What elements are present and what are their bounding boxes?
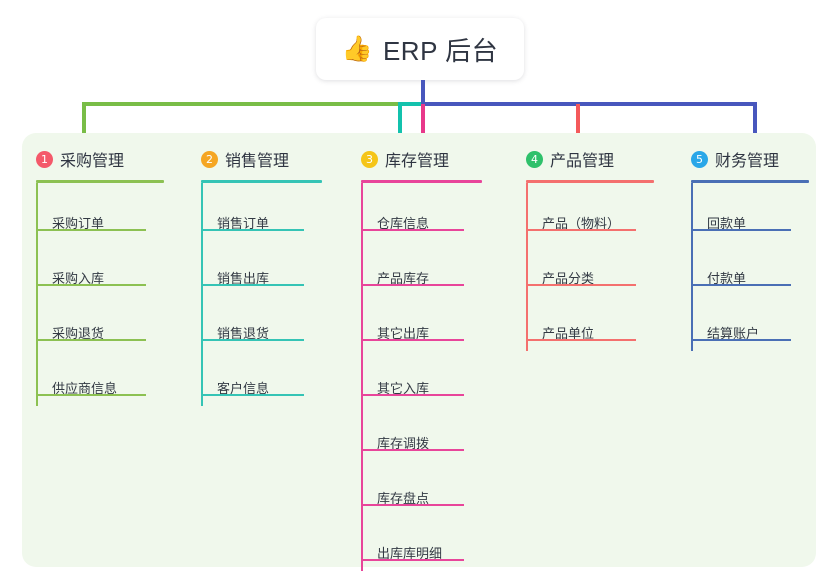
column-header-5[interactable]: 5 财务管理 [677, 145, 816, 173]
column-spine-1 [36, 183, 38, 406]
list-item-underline [361, 449, 464, 451]
connector-bar-teal [398, 102, 423, 106]
column-underline-4 [526, 180, 654, 183]
connector-stem-4 [576, 104, 580, 138]
column-header-3[interactable]: 3 库存管理 [347, 145, 512, 173]
list-item[interactable]: 库存调拨 [377, 436, 430, 451]
column-header-2[interactable]: 2 销售管理 [187, 145, 347, 173]
list-item-underline [691, 284, 791, 286]
column-title-4: 产品管理 [550, 153, 615, 170]
column-badge-2: 2 [201, 150, 218, 168]
column-spine-3 [361, 183, 363, 571]
column-spine-2 [201, 183, 203, 406]
list-item[interactable]: 出库库明细 [377, 546, 443, 561]
list-item[interactable]: 回款单 [707, 216, 747, 231]
column-underline-3 [361, 180, 482, 183]
column-4: 4 产品管理产品（物料） 产品分类产品单位 [512, 133, 677, 351]
root-node-card[interactable]: 👍 ERP 后台 [316, 18, 524, 80]
list-item-underline [361, 504, 464, 506]
columns-panel: 1 采购管理采购订单采购入库采购退货供应商信息 2 销售管理销售订单销售出库销售退货客… [22, 133, 816, 571]
list-item-underline [526, 229, 636, 231]
column-badge-1: 1 [36, 150, 53, 168]
list-item[interactable]: 其它入库 [377, 381, 430, 396]
list-item-underline [361, 284, 464, 286]
list-item-underline [36, 394, 146, 396]
list-item[interactable]: 采购订单 [52, 216, 105, 231]
list-item[interactable]: 客户信息 [217, 381, 270, 396]
connector-bar-green [82, 102, 400, 106]
connector-bar-blue [421, 102, 757, 106]
list-item-underline [36, 229, 146, 231]
list-item[interactable]: 采购入库 [52, 271, 105, 286]
list-item-underline [691, 229, 791, 231]
connector-stem-1 [82, 104, 86, 138]
column-header-4[interactable]: 4 产品管理 [512, 145, 677, 173]
page-title: ERP 后台 [382, 35, 499, 66]
column-header-1[interactable]: 1 采购管理 [22, 145, 187, 173]
column-5: 5 财务管理回款单付款单结算账户 [677, 133, 816, 351]
list-item[interactable]: 供应商信息 [52, 381, 118, 396]
list-item-underline [361, 339, 464, 341]
list-item-underline [201, 394, 304, 396]
list-item-underline [201, 284, 304, 286]
list-item[interactable]: 采购退货 [52, 326, 105, 341]
column-title-5: 财务管理 [715, 153, 780, 170]
column-underline-5 [691, 180, 809, 183]
list-item[interactable]: 结算账户 [707, 326, 760, 341]
thumbs-up-emoji: 👍 [341, 34, 373, 63]
list-item-underline [201, 229, 304, 231]
column-spine-5 [691, 183, 693, 351]
column-2: 2 销售管理销售订单销售出库销售退货客户信息 [187, 133, 347, 406]
list-item-underline [36, 284, 146, 286]
connector-stem-3 [421, 104, 425, 138]
list-item[interactable]: 销售出库 [217, 271, 270, 286]
list-item[interactable]: 付款单 [707, 271, 747, 286]
trunk-connector [421, 80, 425, 106]
list-item-underline [691, 339, 791, 341]
list-item[interactable]: 产品（物料） [542, 216, 621, 231]
column-badge-5: 5 [691, 150, 708, 168]
list-item[interactable]: 产品分类 [542, 271, 595, 286]
list-item-underline [526, 339, 636, 341]
column-underline-2 [201, 180, 322, 183]
list-item[interactable]: 其它出库 [377, 326, 430, 341]
column-badge-3: 3 [361, 150, 378, 168]
list-item[interactable]: 销售退货 [217, 326, 270, 341]
column-badge-4: 4 [526, 150, 543, 168]
column-3: 3 库存管理仓库信息产品库存其它出库其它入库库存调拨库存盘点出库库明细 [347, 133, 512, 571]
list-item[interactable]: 销售订单 [217, 216, 270, 231]
list-item-underline [201, 339, 304, 341]
list-item-underline [526, 284, 636, 286]
connector-stem-5 [753, 104, 757, 138]
column-1: 1 采购管理采购订单采购入库采购退货供应商信息 [22, 133, 187, 406]
list-item-underline [36, 339, 146, 341]
list-item[interactable]: 产品单位 [542, 326, 595, 341]
list-item[interactable]: 产品库存 [377, 271, 430, 286]
column-title-3: 库存管理 [385, 153, 450, 170]
list-item[interactable]: 库存盘点 [377, 491, 430, 506]
column-spine-4 [526, 183, 528, 351]
column-underline-1 [36, 180, 164, 183]
connector-stem-2 [398, 104, 402, 138]
list-item-underline [361, 229, 464, 231]
list-item-underline [361, 559, 464, 561]
list-item-underline [361, 394, 464, 396]
column-title-2: 销售管理 [225, 153, 290, 170]
list-item[interactable]: 仓库信息 [377, 216, 430, 231]
column-title-1: 采购管理 [60, 153, 125, 170]
